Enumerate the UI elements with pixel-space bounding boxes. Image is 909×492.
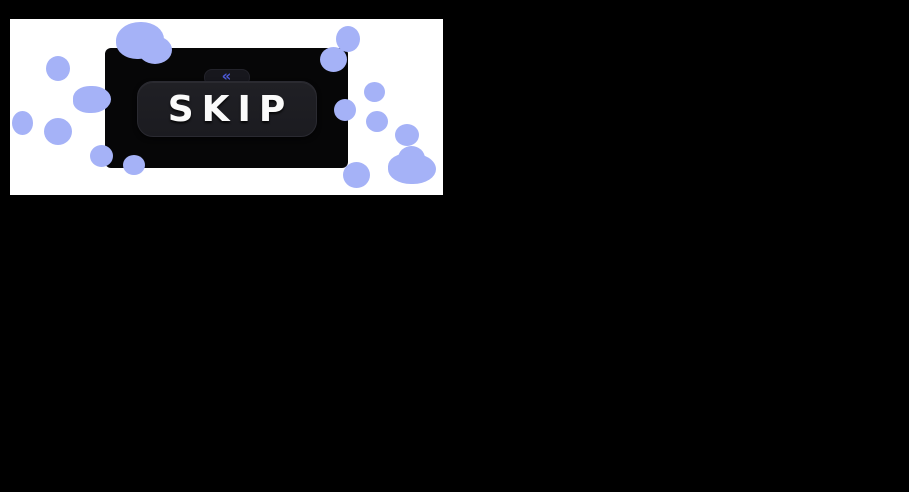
paint-blob bbox=[343, 162, 370, 188]
paint-blob bbox=[395, 124, 419, 146]
paint-blob bbox=[12, 111, 33, 135]
paint-blob bbox=[46, 56, 70, 81]
paint-blob bbox=[44, 118, 72, 145]
skip-button[interactable]: SKIP bbox=[136, 81, 317, 137]
skip-dialog: « SKIP bbox=[105, 48, 348, 168]
paint-blob bbox=[364, 82, 385, 102]
overlay-card: « SKIP bbox=[10, 19, 443, 195]
skip-button-label: SKIP bbox=[167, 88, 294, 130]
paint-blob bbox=[366, 111, 388, 132]
chevron-double-left-icon: « bbox=[221, 67, 232, 85]
paint-blob bbox=[388, 153, 436, 184]
paint-blob bbox=[398, 146, 425, 171]
